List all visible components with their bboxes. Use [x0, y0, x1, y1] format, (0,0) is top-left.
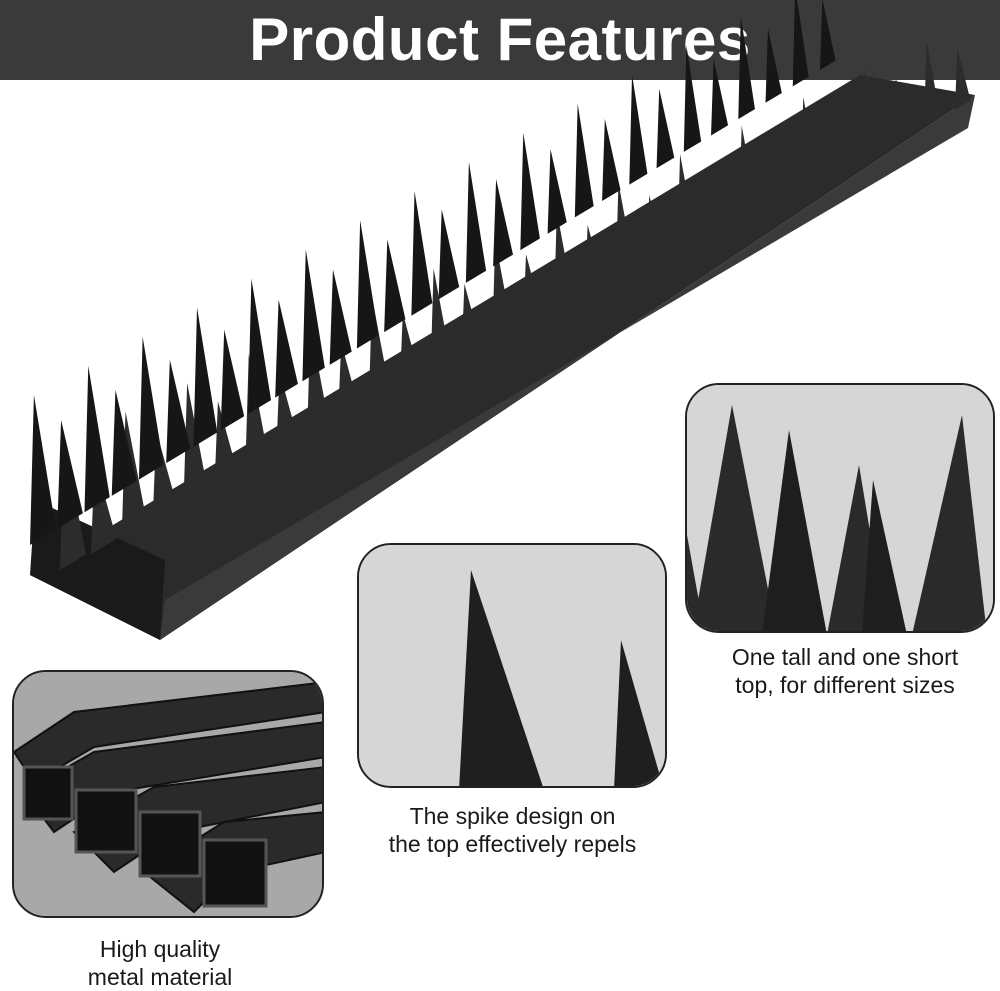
spike — [615, 182, 636, 285]
spike — [602, 118, 621, 202]
spike-closeup-image — [359, 545, 665, 786]
spike — [792, 0, 809, 87]
feature-caption-material: High quality metal material — [0, 935, 320, 991]
feature-panel-sizes — [685, 383, 995, 633]
spike — [329, 269, 352, 365]
spike — [214, 401, 239, 491]
spike — [30, 395, 56, 545]
spike — [356, 220, 379, 349]
spike — [493, 179, 514, 267]
spike — [677, 154, 697, 253]
spike — [193, 307, 218, 447]
spike — [57, 419, 83, 529]
caption-line-2: the top effectively repels — [388, 831, 637, 857]
spike — [656, 88, 675, 169]
spike — [438, 209, 460, 300]
feature-panel-material — [12, 670, 324, 918]
spike — [220, 329, 245, 431]
spike — [337, 342, 361, 428]
spike — [399, 313, 422, 396]
spike — [708, 165, 727, 237]
caption-line-2: top, for different sizes — [735, 672, 955, 698]
channel-base — [30, 75, 975, 640]
spike — [138, 336, 164, 480]
spike — [166, 359, 191, 464]
spike — [574, 103, 594, 218]
spike — [862, 68, 880, 158]
spike — [84, 365, 110, 513]
spike — [492, 239, 514, 348]
spike — [584, 224, 605, 301]
spike — [738, 16, 755, 120]
spike — [683, 45, 702, 152]
spike — [820, 0, 836, 70]
caption-line-2: metal material — [87, 964, 233, 990]
page-title: Product Features — [249, 6, 751, 73]
spike — [461, 283, 483, 364]
spike — [769, 136, 788, 206]
spike — [384, 239, 406, 333]
spike — [111, 389, 137, 496]
title-banner: Product Features — [0, 0, 1000, 80]
front-spike-row — [30, 0, 836, 545]
feature-panel-spike-design — [357, 543, 667, 788]
feature-caption-spike-design: The spike design on the top effectively … — [340, 802, 685, 858]
spike — [465, 161, 487, 283]
spike — [275, 299, 298, 398]
spike — [247, 278, 272, 414]
tall-short-spikes-image — [687, 385, 993, 631]
spike — [711, 58, 729, 136]
caption-line-1: One tall and one short — [731, 644, 959, 670]
spike — [893, 77, 910, 142]
feature-caption-sizes: One tall and one short top, for differen… — [690, 643, 1000, 699]
spike — [800, 96, 819, 190]
caption-line-1: The spike design on — [409, 803, 616, 829]
spike — [765, 28, 782, 103]
spike — [629, 74, 648, 185]
spike — [520, 132, 540, 251]
spike — [547, 149, 567, 234]
caption-line-1: High quality — [99, 936, 221, 962]
spike — [302, 249, 325, 382]
spike — [276, 371, 300, 459]
metal-tubes-image — [14, 672, 322, 916]
spike — [646, 195, 666, 269]
spike — [553, 211, 575, 317]
channel-inner — [160, 95, 975, 640]
spike — [522, 254, 544, 333]
spike — [411, 191, 433, 316]
spike — [738, 125, 758, 222]
spike — [831, 107, 849, 174]
spike — [955, 48, 971, 110]
spike — [924, 39, 941, 126]
spike — [430, 268, 453, 380]
